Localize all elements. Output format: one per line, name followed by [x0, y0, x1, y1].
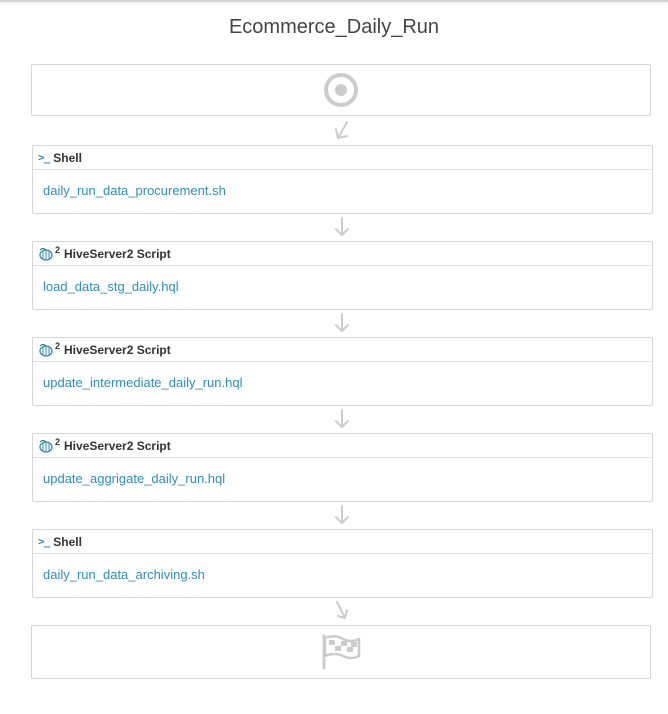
action-script-link[interactable]: daily_run_data_procurement.sh [43, 183, 226, 198]
flow-arrow-icon [332, 120, 352, 142]
action-header: 2 HiveServer2 Script [33, 338, 652, 362]
start-target-icon [323, 72, 359, 108]
action-body: update_aggrigate_daily_run.hql [33, 458, 652, 486]
checkered-flag-icon [321, 634, 361, 670]
end-node[interactable] [31, 625, 651, 679]
flow-arrow-icon [332, 216, 352, 238]
flow-arrow-icon [332, 312, 352, 334]
action-header: >_ Shell [33, 530, 652, 554]
action-node-shell[interactable]: >_ Shell daily_run_data_archiving.sh [32, 529, 653, 598]
hive-bee-icon: 2 [38, 341, 60, 357]
shell-prompt-icon: >_ [38, 150, 50, 164]
action-script-link[interactable]: daily_run_data_archiving.sh [43, 567, 205, 582]
action-node-hiveserver2[interactable]: 2 HiveServer2 Script load_data_stg_daily… [32, 241, 653, 310]
action-type-label: HiveServer2 Script [64, 246, 171, 261]
hive-bee-icon: 2 [38, 437, 60, 453]
action-type-label: Shell [53, 534, 82, 549]
action-body: load_data_stg_daily.hql [33, 266, 652, 294]
action-body: update_intermediate_daily_run.hql [33, 362, 652, 390]
action-header: 2 HiveServer2 Script [33, 434, 652, 458]
shell-prompt-icon: >_ [38, 534, 50, 548]
flow-arrow-icon [332, 408, 352, 430]
action-header: 2 HiveServer2 Script [33, 242, 652, 266]
action-type-label: HiveServer2 Script [64, 438, 171, 453]
flow-arrow-icon [332, 504, 352, 526]
action-node-shell[interactable]: >_ Shell daily_run_data_procurement.sh [32, 145, 653, 214]
action-script-link[interactable]: load_data_stg_daily.hql [43, 279, 179, 294]
action-header: >_ Shell [33, 146, 652, 170]
action-body: daily_run_data_archiving.sh [33, 554, 652, 582]
action-script-link[interactable]: update_aggrigate_daily_run.hql [43, 471, 226, 486]
flow-arrow-icon [332, 600, 352, 622]
action-node-hiveserver2[interactable]: 2 HiveServer2 Script update_aggrigate_da… [32, 433, 653, 502]
action-type-label: HiveServer2 Script [64, 342, 171, 357]
action-node-hiveserver2[interactable]: 2 HiveServer2 Script update_intermediate… [32, 337, 653, 406]
action-body: daily_run_data_procurement.sh [33, 170, 652, 198]
action-type-label: Shell [53, 150, 82, 165]
start-node[interactable] [31, 64, 651, 116]
workflow-title: Ecommerce_Daily_Run [228, 16, 440, 38]
top-bar [0, 0, 668, 2]
hive-bee-icon: 2 [38, 245, 60, 261]
action-script-link[interactable]: update_intermediate_daily_run.hql [43, 375, 243, 390]
